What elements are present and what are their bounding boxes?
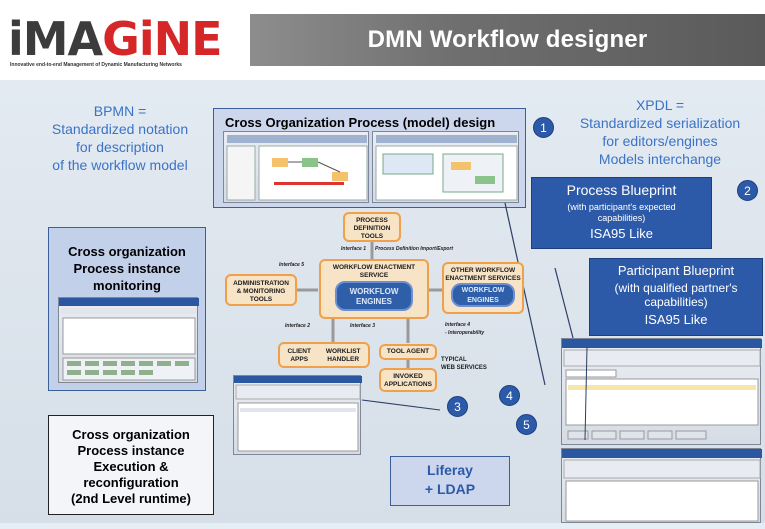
- participant-blueprint-footer: ISA95 Like: [644, 312, 708, 327]
- monitoring-screenshot: [58, 297, 199, 383]
- step-number-5: 5: [516, 414, 537, 435]
- slide-title: DMN Workflow designer: [250, 14, 765, 66]
- interface-5-label: Interface 5: [279, 262, 305, 268]
- participant-screenshot: [561, 338, 762, 445]
- step-number-1: 1: [533, 117, 554, 138]
- participant-screenshot-2: [561, 448, 762, 523]
- imagine-logo: iMAGiNE: [8, 12, 223, 66]
- interface-4-label: Interface 4: [445, 322, 471, 328]
- interface-1-label: Interface 1: [341, 246, 367, 252]
- participant-window-image: [562, 339, 762, 440]
- worklist-handler: WORKLIST HANDLER: [325, 348, 361, 363]
- participant-blueprint-subtitle: (with qualified partner's capabilities): [614, 281, 738, 309]
- process-blueprint-box: Process Blueprint (with participant's ex…: [531, 177, 712, 249]
- workflow-engines: WORKFLOW ENGINES: [335, 281, 413, 311]
- liferay-ldap-box: [390, 456, 510, 506]
- step-number-3: 3: [447, 396, 468, 417]
- client-apps: CLIENT APPS: [287, 348, 311, 363]
- invoked-applications: INVOKED APPLICATIONS: [379, 368, 437, 392]
- step-number-4: 4: [499, 385, 520, 406]
- process-design-title: Cross Organization Process (model) desig…: [225, 115, 496, 130]
- execution-screenshot: [233, 375, 362, 455]
- interface-1-note: Process Definition Import/Export: [375, 246, 454, 252]
- design-screenshot-left: [223, 131, 369, 203]
- participant-window-image-2: [562, 449, 762, 522]
- execution-title: Cross organization Process instance Exec…: [71, 427, 191, 506]
- xpdl-description: XPDL = Standardized serialization for ed…: [579, 97, 741, 167]
- design-diagram-image: [226, 135, 368, 201]
- admin-monitoring-tools: ADMINISTRATION & MONITORING TOOLS: [225, 274, 297, 306]
- process-definition-tools: PROCESS DEFINITION TOOLS: [343, 212, 401, 242]
- participant-blueprint-box: Participant Blueprint (with qualified pa…: [589, 258, 763, 336]
- logo-subtitle: Innovative end-to-end Management of Dyna…: [10, 62, 182, 68]
- tool-agent: TOOL AGENT: [379, 344, 437, 360]
- design-screenshot-right: [372, 131, 519, 203]
- execution-window-image: [234, 376, 362, 452]
- monitoring-window-image: [59, 298, 199, 381]
- monitoring-title: Cross organization Process instance moni…: [68, 244, 186, 293]
- design-editor-image: [375, 135, 518, 201]
- client-worklist-group: CLIENT APPS WORKLIST HANDLER: [278, 342, 370, 368]
- process-blueprint-footer: ISA95 Like: [590, 226, 653, 241]
- step-number-2: 2: [737, 180, 758, 201]
- interface-4-note: - Interoperability: [445, 330, 485, 336]
- interface-2-label: Interface 2: [285, 323, 311, 329]
- liferay-ldap-label: Liferay + LDAP: [424, 462, 476, 497]
- typical-web-services: TYPICAL WEB SERVICES: [441, 357, 487, 371]
- other-workflow-engines: WORKFLOW ENGINES: [451, 283, 515, 307]
- participant-blueprint-title: Participant Blueprint: [617, 263, 735, 278]
- process-blueprint-subtitle: (with participant's expected capabilitie…: [567, 202, 676, 223]
- interface-3-label: Interface 3: [350, 323, 376, 329]
- execution-panel: [48, 415, 214, 515]
- bpmn-description: BPMN = Standardized notation for descrip…: [51, 103, 189, 173]
- process-blueprint-title: Process Blueprint: [566, 182, 677, 198]
